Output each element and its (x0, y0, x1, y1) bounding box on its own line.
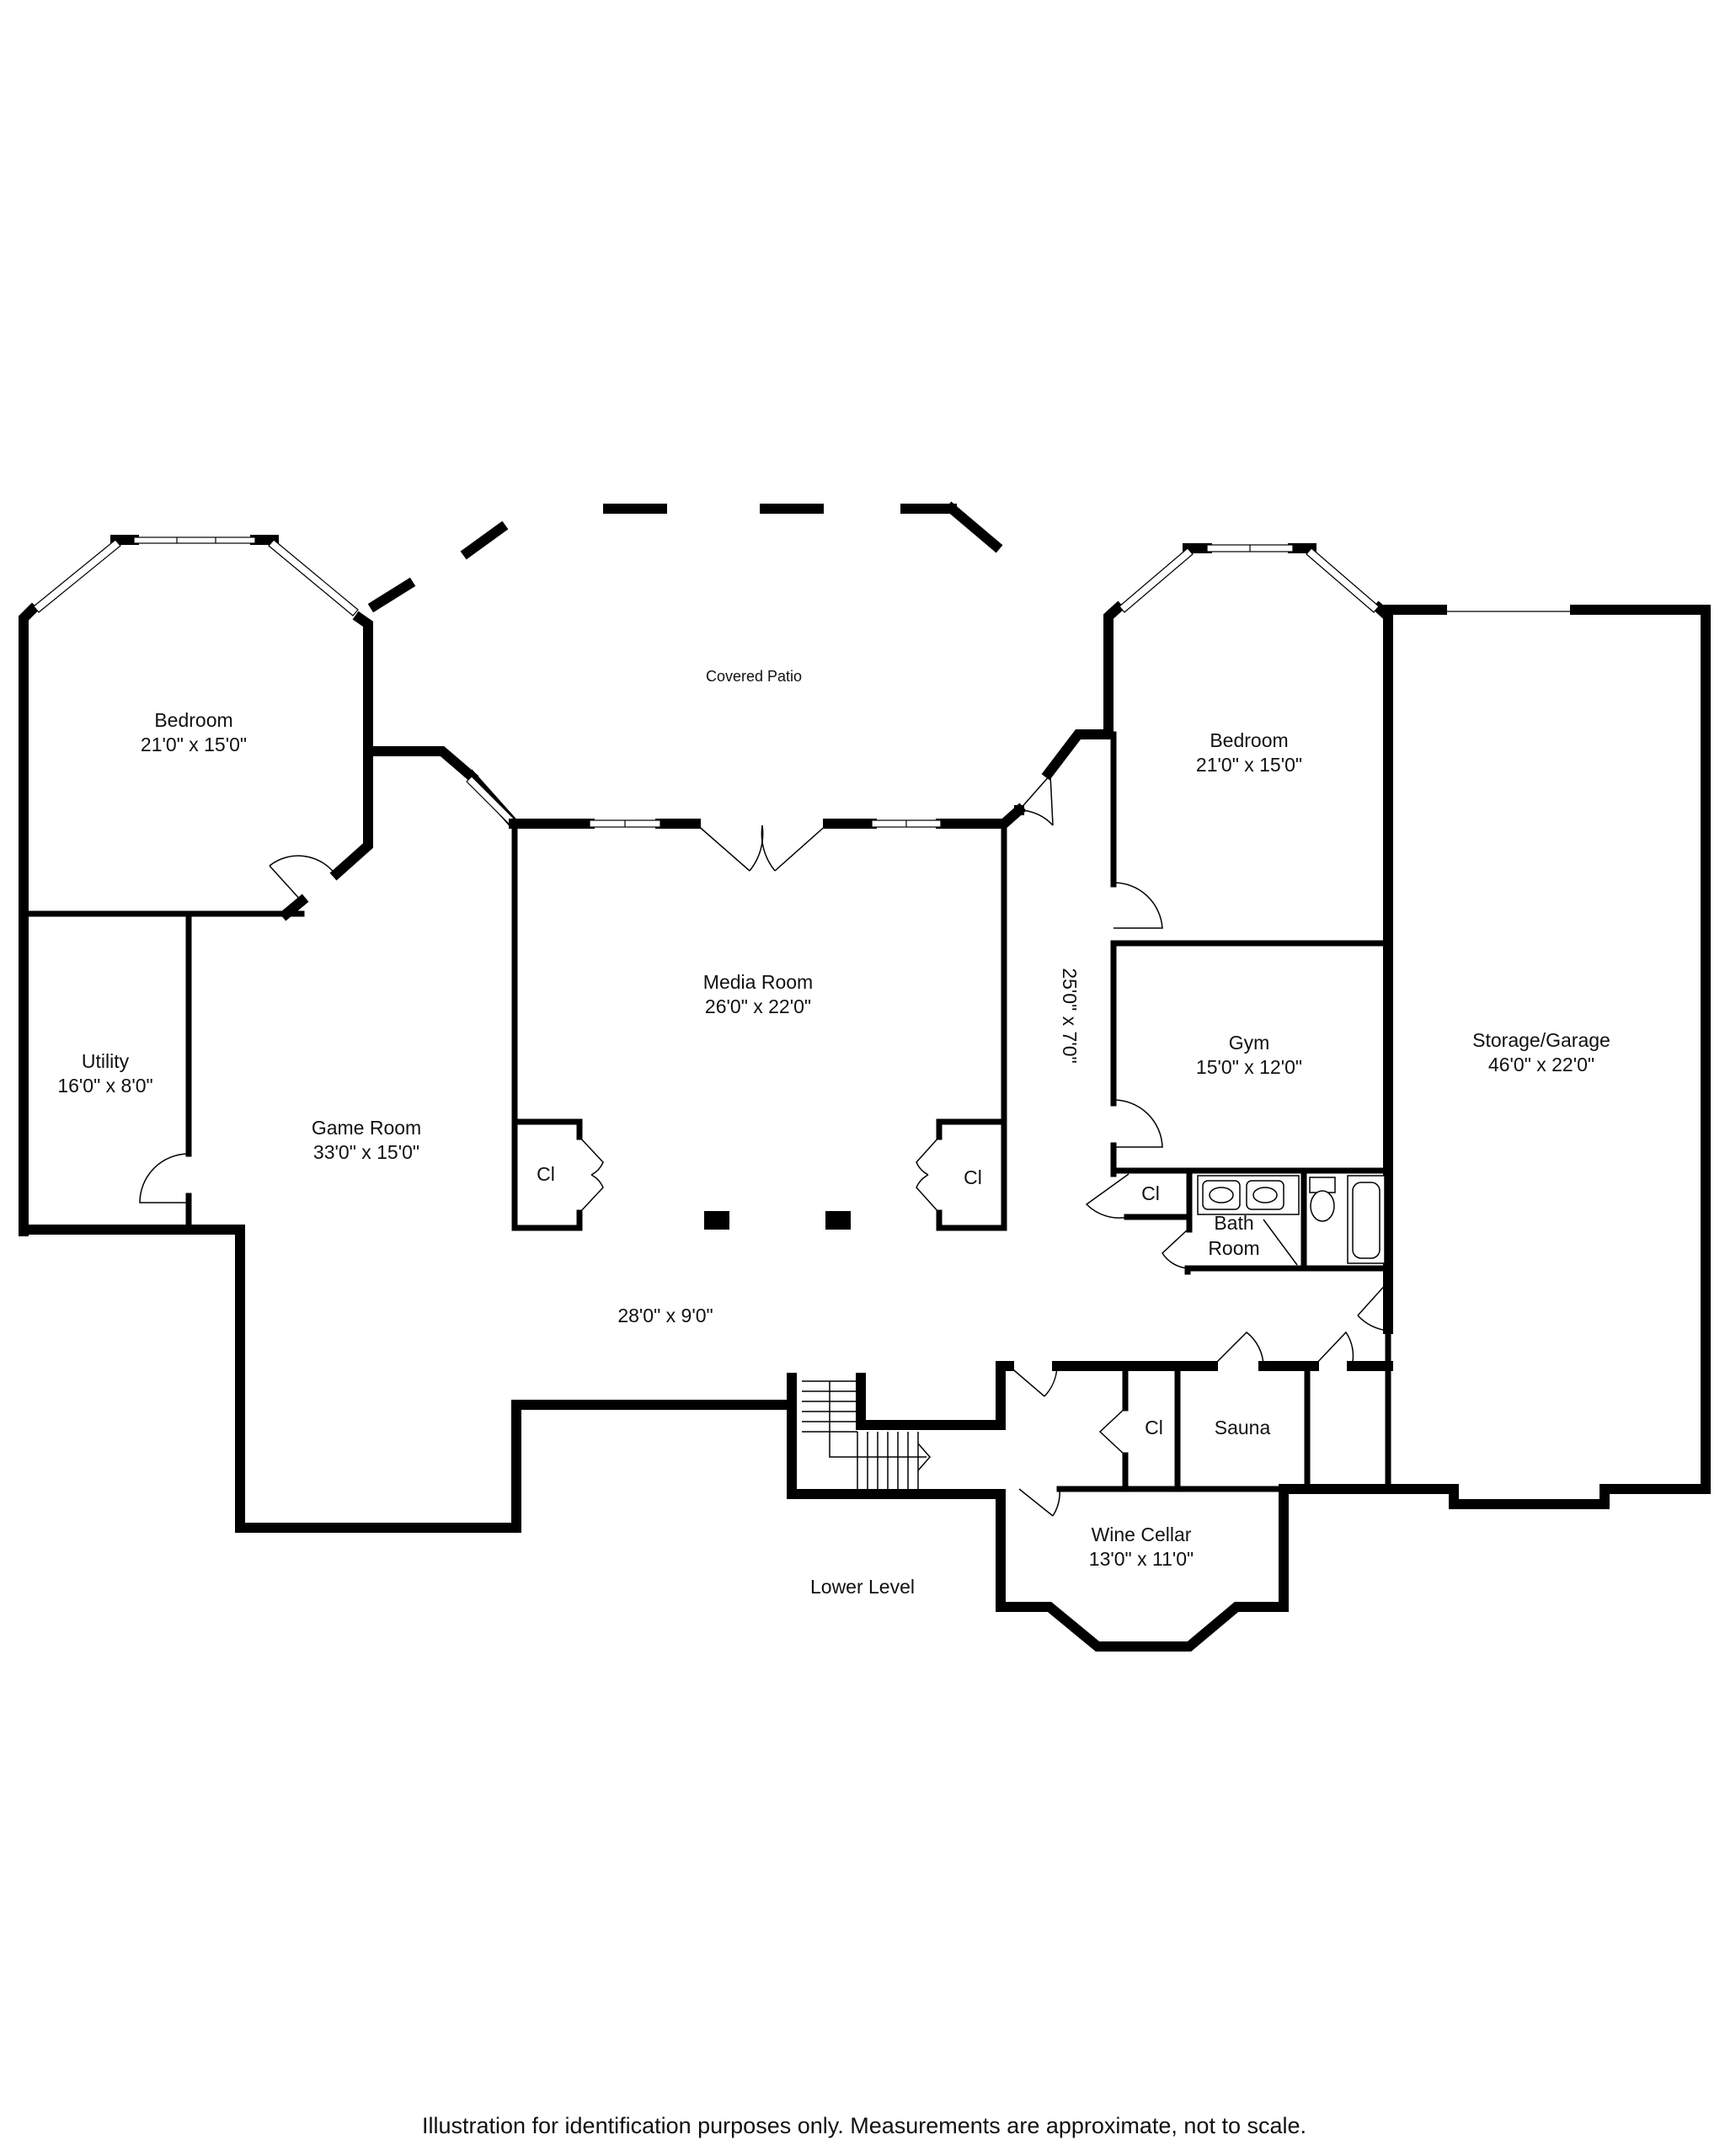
bedroom-right-windows (1119, 544, 1380, 613)
closet-lower-label: Cl (1145, 1417, 1163, 1438)
bath-door (1162, 1219, 1298, 1269)
closet-media-left-label: Cl (537, 1163, 555, 1185)
closet-media-right-label: Cl (964, 1166, 982, 1188)
bedroom-left-door (269, 855, 336, 902)
bathroom-name-line1: Bath (1214, 1212, 1253, 1234)
wine-cellar-dims: 13'0" x 11'0" (1089, 1548, 1194, 1570)
media-room-closet-left (511, 1118, 604, 1231)
storage-garage-door (1357, 1281, 1389, 1331)
gym-name: Gym (1229, 1032, 1270, 1054)
hall-door (1014, 774, 1054, 826)
bedroom-left-walls (19, 535, 479, 1236)
media-room-walls (509, 803, 1027, 1231)
bedroom-left-dims: 21'0" x 15'0" (141, 734, 247, 755)
gym-dims: 15'0" x 12'0" (1196, 1056, 1302, 1078)
utility-name: Utility (82, 1050, 130, 1072)
media-room-dims: 26'0" x 22'0" (705, 995, 811, 1017)
game-room-name: Game Room (312, 1117, 421, 1139)
covered-patio-outline (367, 501, 1003, 613)
bedroom-right-name: Bedroom (1210, 729, 1288, 751)
level-label: Lower Level (810, 1576, 915, 1598)
wine-cellar-name: Wine Cellar (1092, 1524, 1192, 1545)
closet-bath-door (1085, 1173, 1130, 1219)
hallway-vertical-dims: 25'0" x 7'0" (1059, 968, 1081, 1063)
bedroom-right-door (1113, 882, 1163, 929)
stairs (787, 1373, 1006, 1499)
sauna-label: Sauna (1215, 1417, 1271, 1438)
gym-door (1113, 1099, 1163, 1148)
media-room-windows (589, 819, 942, 828)
storage-garage-walls (1383, 605, 1711, 1509)
bath-fixtures (1197, 1175, 1386, 1264)
bedroom-right-dims: 21'0" x 15'0" (1196, 754, 1302, 776)
bedroom-right-walls (1041, 543, 1393, 1275)
bedroom-left-windows (33, 536, 359, 616)
game-room-window (466, 776, 515, 825)
storage-garage-name: Storage/Garage (1472, 1029, 1610, 1051)
storage-garage-dims: 46'0" x 22'0" (1488, 1054, 1594, 1075)
utility-door (139, 1153, 190, 1203)
lower-rooms-doors (1008, 1331, 1354, 1517)
game-room-dims: 33'0" x 15'0" (313, 1141, 419, 1163)
media-room-columns (704, 1211, 851, 1230)
media-room-closet-right (916, 1117, 1007, 1231)
media-room-name: Media Room (703, 971, 813, 993)
media-room-french-doors (695, 823, 829, 872)
covered-patio-label: Covered Patio (706, 668, 802, 685)
hallway-horizontal-dims: 28'0" x 9'0" (617, 1305, 713, 1326)
lower-rooms-walls (996, 1361, 1393, 1652)
bathroom-name-line2: Room (1208, 1237, 1259, 1259)
closet-bath-label: Cl (1141, 1182, 1160, 1204)
utility-dims: 16'0" x 8'0" (57, 1075, 152, 1097)
utility-walls (19, 910, 195, 1235)
disclaimer-text: Illustration for identification purposes… (422, 2113, 1306, 2138)
bedroom-left-name: Bedroom (154, 709, 232, 731)
game-room-walls (184, 769, 797, 1533)
